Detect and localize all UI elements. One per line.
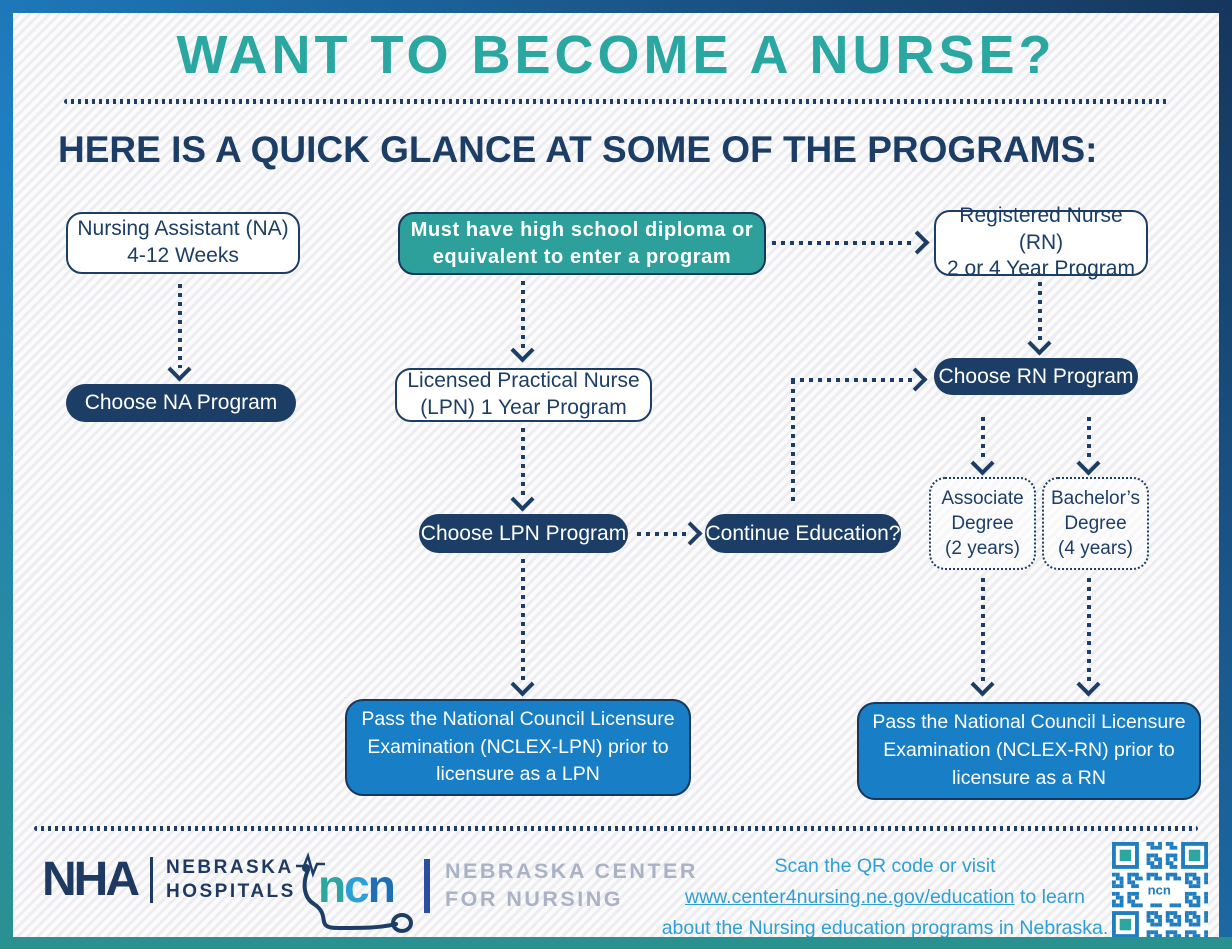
arrow-rn-to-choose-rn xyxy=(1030,282,1050,354)
associate-line3: (2 years) xyxy=(945,538,1020,560)
arrow-diploma-to-lpn xyxy=(513,281,533,361)
ncn-wordmark-bar xyxy=(424,858,430,913)
ncn-line2: FOR NURSING xyxy=(445,886,623,911)
nclex-lpn-line3: licensure as a LPN xyxy=(436,763,600,786)
bottom-teal-bar xyxy=(0,937,1232,949)
flow-box-lpn-line2: (LPN) 1 Year Program xyxy=(420,396,627,419)
arrow-continue-up-stem xyxy=(783,380,803,506)
flow-dotbox-associate-degree: Associate Degree (2 years) xyxy=(929,477,1036,570)
nclex-rn-line2: Examination (NCLEX-RN) prior to xyxy=(883,739,1175,762)
page-title: WANT TO BECOME A NURSE? xyxy=(176,25,1056,85)
nha-logo: NHA NEBRASKA HOSPITALS xyxy=(42,856,296,904)
flow-pill-choose-lpn-program: Choose LPN Program xyxy=(419,514,628,553)
scan-line1: Scan the QR code or visit xyxy=(774,855,996,877)
ncn-acronym: ncn xyxy=(318,860,394,912)
arrow-na-to-choose-na xyxy=(170,284,190,380)
scan-line2-suffix: to learn xyxy=(1014,885,1085,908)
nha-logo-divider xyxy=(150,857,153,903)
ncn-line1: NEBRASKA CENTER xyxy=(445,859,698,883)
svg-text:ncn: ncn xyxy=(1148,883,1171,898)
flow-box-nclex-lpn: Pass the National Council Licensure Exam… xyxy=(345,699,691,796)
arrow-associate-to-nclex-rn xyxy=(973,578,993,695)
qr-code: ncn xyxy=(1112,842,1208,938)
stethoscope-chestpiece-icon xyxy=(391,913,413,933)
nha-line2: HOSPITALS xyxy=(166,881,296,902)
bachelor-line3: (4 years) xyxy=(1058,538,1133,560)
flow-dotbox-bachelor-degree: Bachelor’s Degree (4 years) xyxy=(1042,477,1149,570)
page-subtitle: HERE IS A QUICK GLANCE AT SOME OF THE PR… xyxy=(58,129,1098,170)
arrow-bachelor-to-nclex-rn xyxy=(1079,578,1099,695)
flow-box-diploma-line2: equivalent to enter a program xyxy=(432,245,732,268)
nebraska-center-for-nursing-wordmark: NEBRASKA CENTER FOR NURSING xyxy=(424,858,698,914)
arrow-diploma-to-rn xyxy=(772,233,928,253)
nclex-rn-line3: licensure as a RN xyxy=(952,766,1106,789)
dotted-divider-top xyxy=(64,99,1168,104)
arrow-choose-rn-to-bachelor xyxy=(1079,417,1099,474)
nha-line1: NEBRASKA xyxy=(166,857,294,879)
stethoscope-tube-icon xyxy=(302,868,398,931)
flow-box-diploma-line1: Must have high school diploma or xyxy=(410,218,754,241)
arrow-choose-lpn-to-continue xyxy=(637,524,701,544)
flow-box-lpn-line1: Licensed Practical Nurse xyxy=(407,369,640,393)
flow-pill-choose-rn-program: Choose RN Program xyxy=(934,358,1138,395)
scan-instructions: Scan the QR code or visit www.center4nur… xyxy=(645,851,1125,943)
choose-lpn-label: Choose LPN Program xyxy=(420,521,627,545)
stethoscope-earpiece-icon xyxy=(302,864,310,872)
choose-na-label: Choose NA Program xyxy=(84,391,278,415)
flow-pill-continue-education: Continue Education? xyxy=(705,514,901,553)
flow-box-diploma-requirement: Must have high school diploma or equival… xyxy=(398,212,766,275)
associate-line1: Associate xyxy=(941,487,1024,509)
nclex-lpn-line1: Pass the National Council Licensure xyxy=(361,707,675,730)
bachelor-line2: Degree xyxy=(1064,512,1127,534)
nclex-rn-line1: Pass the National Council Licensure xyxy=(872,711,1186,734)
nclex-lpn-line2: Examination (NCLEX-LPN) prior to xyxy=(367,735,669,758)
bachelor-line1: Bachelor’s xyxy=(1050,487,1141,509)
flow-box-licensed-practical-nurse: Licensed Practical Nurse (LPN) 1 Year Pr… xyxy=(395,368,652,422)
flow-box-nclex-rn: Pass the National Council Licensure Exam… xyxy=(857,702,1201,800)
flow-box-nursing-assistant: Nursing Assistant (NA) 4-12 Weeks xyxy=(66,212,300,274)
continue-education-label: Continue Education? xyxy=(705,521,901,545)
flow-box-registered-nurse: Registered Nurse (RN) 2 or 4 Year Progra… xyxy=(934,204,1148,280)
flow-box-registered-nurse-line2: 2 or 4 Year Program xyxy=(947,257,1135,281)
dotted-divider-footer xyxy=(34,826,1198,831)
flow-box-nursing-assistant-line1: Nursing Assistant (NA) xyxy=(77,217,289,241)
flow-pill-choose-na-program: Choose NA Program xyxy=(66,384,296,422)
associate-line2: Degree xyxy=(951,512,1014,534)
arrow-lpn-to-choose-lpn xyxy=(513,428,533,510)
nha-acronym: NHA xyxy=(42,853,140,906)
flow-box-nursing-assistant-line2: 4-12 Weeks xyxy=(127,244,239,267)
arrow-choose-lpn-to-nclex-lpn xyxy=(513,559,533,695)
education-link[interactable]: www.center4nursing.ne.gov/education xyxy=(684,885,1015,908)
flow-box-registered-nurse-line1: Registered Nurse (RN) xyxy=(959,203,1123,254)
scan-line3: about the Nursing education programs in … xyxy=(661,916,1109,939)
choose-rn-label: Choose RN Program xyxy=(938,364,1134,388)
arrow-continue-to-choose-rn xyxy=(791,370,926,390)
arrow-choose-rn-to-associate xyxy=(973,417,993,474)
ncn-stethoscope-logo: ncn xyxy=(296,852,413,933)
